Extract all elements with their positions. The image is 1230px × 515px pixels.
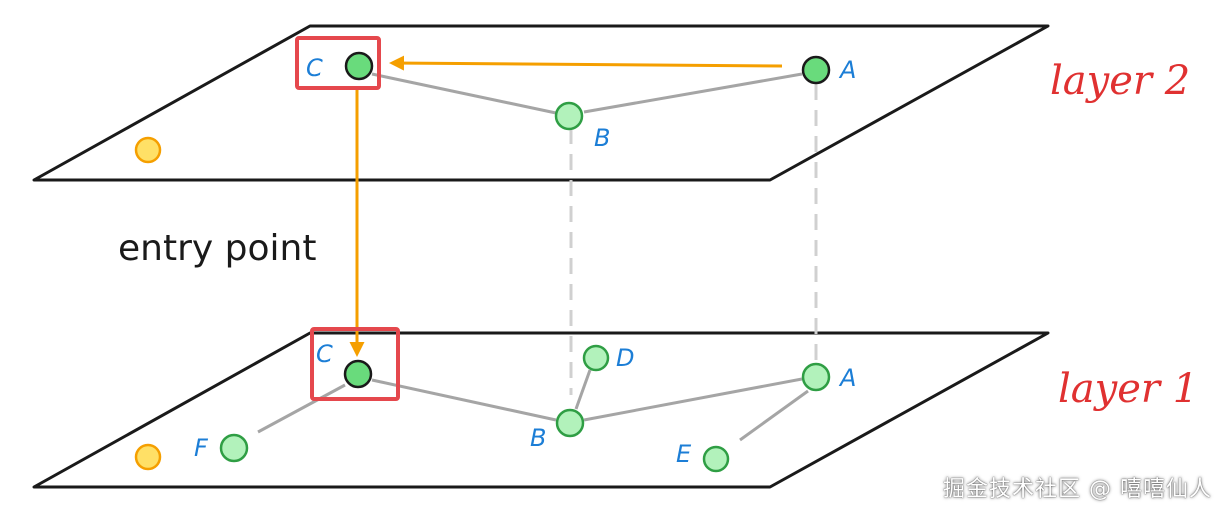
label-bottom-e: E [676, 440, 692, 468]
highlight-top-c [295, 36, 381, 90]
layer-2-label: layer 2 [1050, 58, 1190, 104]
layer-1-label: layer 1 [1058, 366, 1198, 412]
node-bottom-b [555, 408, 585, 438]
entry-point-label: entry point [118, 228, 316, 269]
node-bottom-e [702, 445, 730, 473]
node-bottom-d [582, 344, 610, 372]
label-bottom-b: B [530, 424, 546, 452]
edge-bottom-b-a [583, 377, 803, 422]
edge-bottom-a-e [739, 389, 809, 442]
label-bottom-a: A [838, 364, 856, 392]
label-top-c: C [306, 54, 323, 82]
node-bottom-f [219, 433, 249, 463]
watermark: 掘金技术社区 @ 嘻嘻仙人 [943, 477, 1212, 502]
arrow-a-to-c [389, 55, 783, 71]
layer-1-plane [32, 331, 1050, 489]
edge-bottom-b-d [574, 369, 592, 410]
edge-top-c-b [371, 72, 557, 115]
node-top-a [801, 55, 831, 85]
node-top-orphan [134, 136, 162, 164]
node-bottom-a [801, 362, 831, 392]
node-bottom-c [343, 359, 373, 389]
label-bottom-d: D [616, 344, 634, 372]
edge-bottom-c-b [371, 378, 557, 422]
edge-bottom-c-f [257, 383, 346, 434]
node-bottom-orphan [134, 443, 162, 471]
label-top-a: A [838, 56, 856, 84]
label-bottom-c: C [316, 340, 333, 368]
highlight-bottom-c [310, 327, 400, 401]
label-bottom-f: F [194, 434, 209, 462]
label-top-b: B [594, 124, 610, 152]
node-top-c [344, 51, 374, 81]
edge-top-b-a [583, 72, 803, 114]
layer-2-plane [32, 24, 1050, 182]
node-top-b [554, 101, 584, 131]
